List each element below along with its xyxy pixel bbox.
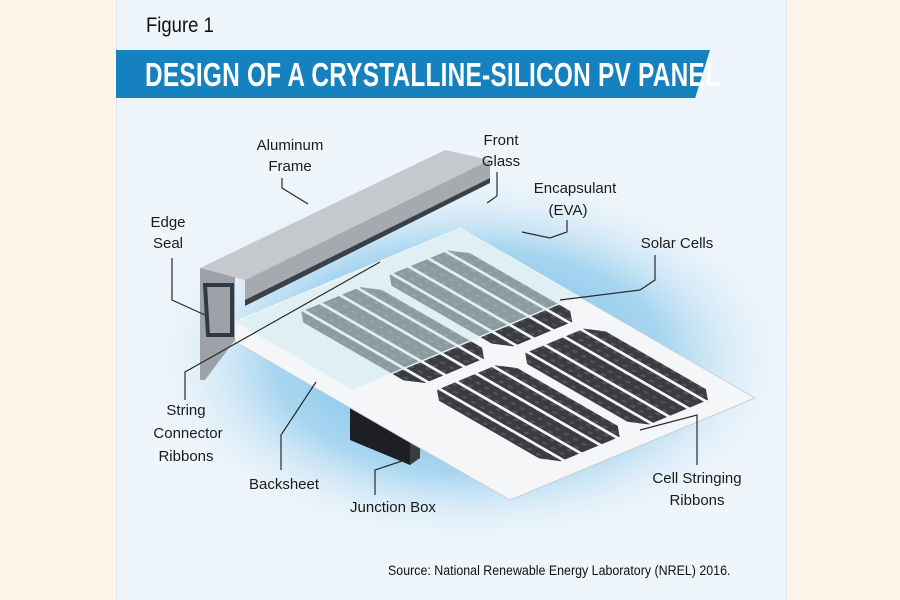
label-edge-seal-1: Edge (150, 214, 185, 231)
label-cell-stringing-2: Ribbons (669, 492, 724, 509)
label-string-connector-3: Ribbons (158, 448, 213, 465)
aluminum-frame-side (200, 268, 235, 380)
frame-inner-stripe (245, 178, 490, 306)
label-string-connector-2: Connector (153, 425, 222, 442)
label-solar-cells: Solar Cells (641, 235, 714, 252)
solar-cell (525, 328, 708, 425)
edge-seal (202, 283, 234, 337)
leader-lines (171, 172, 698, 495)
label-encapsulant-1: Encapsulant (534, 180, 617, 197)
front-glass (233, 227, 580, 391)
label-aluminum-frame-1: Aluminum (257, 137, 324, 154)
figure-label: Figure 1 (146, 14, 214, 37)
label-junction-box: Junction Box (350, 499, 436, 516)
label-edge-seal-2: Seal (153, 235, 183, 252)
label-encapsulant-2: (EVA) (549, 202, 588, 219)
label-string-connector-1: String (166, 402, 205, 419)
aluminum-frame-front (245, 160, 490, 300)
figure-title: DESIGN OF A CRYSTALLINE-SILICON PV PANEL (145, 56, 721, 93)
label-backsheet: Backsheet (249, 476, 320, 493)
panel-plate-group (213, 227, 757, 501)
label-front-glass-2: Glass (482, 153, 520, 170)
solar-cell (437, 365, 620, 462)
title-banner (116, 50, 710, 98)
label-aluminum-frame-2: Frame (268, 158, 311, 175)
source-note: Source: National Renewable Energy Labora… (388, 563, 731, 578)
label-front-glass-1: Front (483, 132, 519, 149)
aluminum-frame-top (200, 150, 490, 280)
label-cell-stringing-1: Cell Stringing (652, 470, 741, 487)
